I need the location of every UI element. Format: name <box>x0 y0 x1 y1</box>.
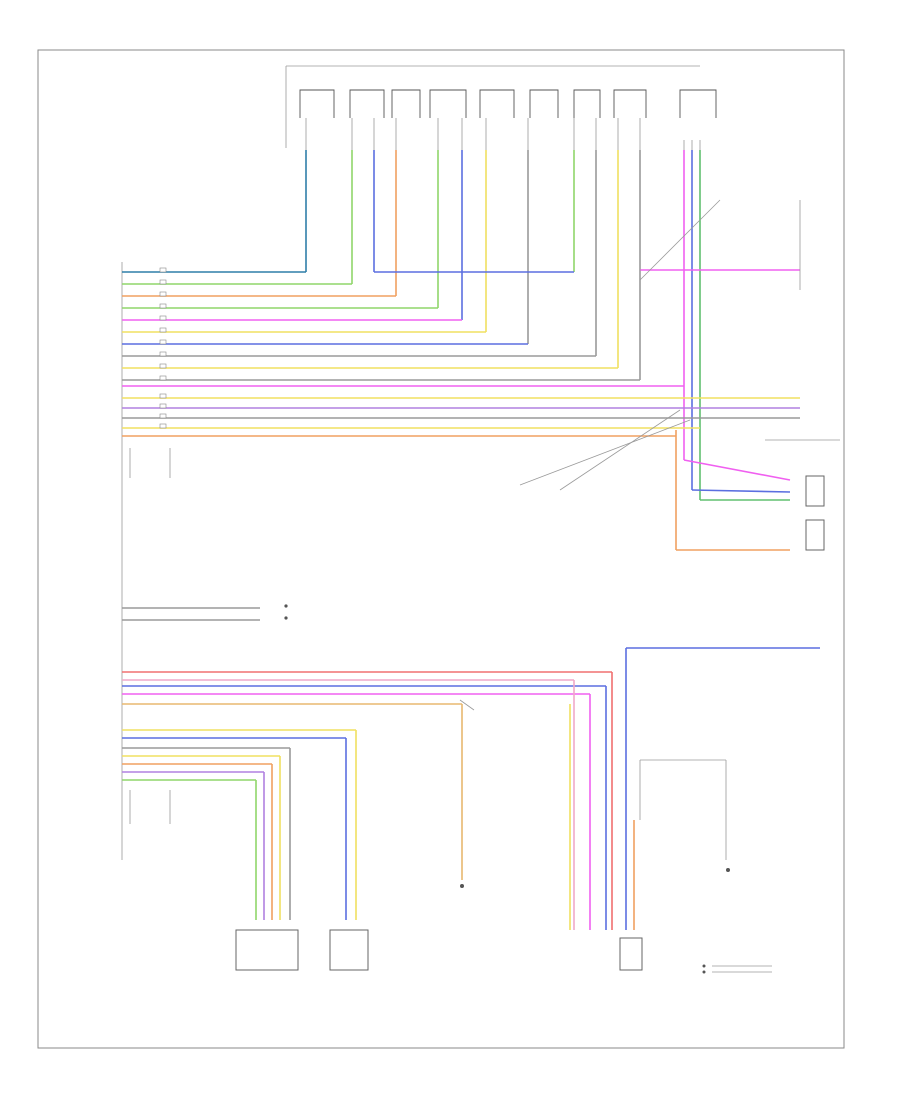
lower-components <box>235 604 772 974</box>
top-vertical-wires <box>305 150 701 550</box>
pcm-upper-harness <box>121 262 800 860</box>
throttle-body-box <box>329 929 369 971</box>
brake-switch-box <box>619 937 643 971</box>
tss-sensor-box <box>805 519 825 551</box>
diagram-frame <box>37 49 845 1049</box>
right-upper-components <box>519 199 840 649</box>
tr-sensor-box <box>805 475 825 507</box>
lower-vertical-wires <box>255 648 727 930</box>
app-sensor-box <box>235 929 299 971</box>
top-connector-group <box>285 65 717 150</box>
ground-point <box>460 884 464 888</box>
pcm-lower-harness <box>122 607 612 824</box>
